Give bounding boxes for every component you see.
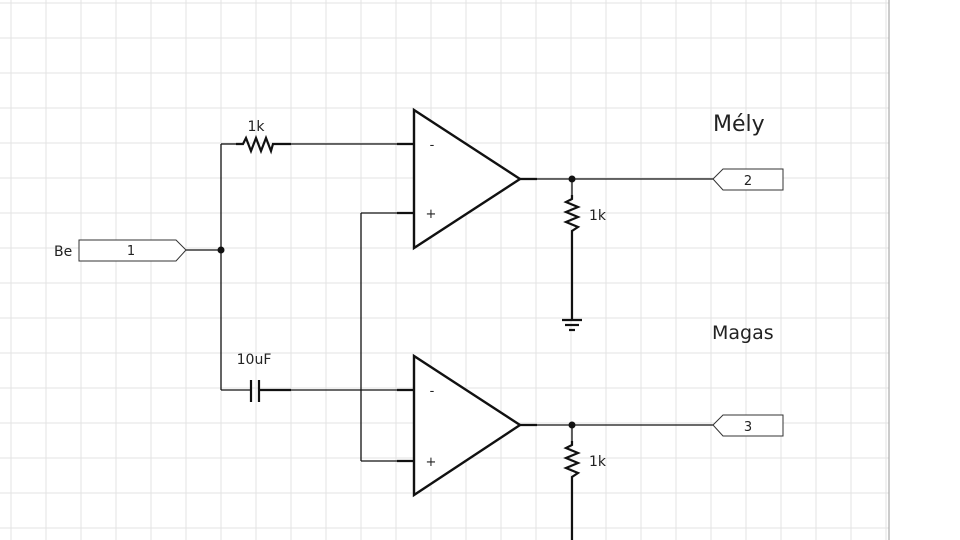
load-resistor-upper[interactable]	[563, 195, 581, 236]
input-port[interactable]	[78, 239, 187, 262]
load-resistor-lower[interactable]	[563, 441, 581, 482]
load-resistor-lower-value: 1k	[589, 454, 607, 470]
ground-symbol	[562, 318, 582, 332]
input-capacitor-value: 10uF	[237, 352, 272, 368]
output-port-3-number: 3	[744, 420, 752, 435]
input-resistor[interactable]	[236, 134, 291, 155]
opamp-upper-plus: +	[426, 207, 437, 222]
input-port-label: Be	[54, 244, 72, 260]
label-lower-output: Magas	[712, 322, 774, 344]
input-resistor-value: 1k	[247, 119, 265, 135]
label-upper-output: Mély	[713, 112, 765, 137]
opamp-upper[interactable]	[412, 107, 523, 251]
opamp-upper-minus: -	[430, 138, 435, 153]
output-port-2[interactable]	[712, 168, 784, 191]
input-port-number: 1	[127, 244, 135, 259]
opamp-lower-minus: -	[430, 384, 435, 399]
output-port-3[interactable]	[712, 414, 784, 437]
opamp-lower[interactable]	[412, 353, 523, 498]
load-resistor-upper-value: 1k	[589, 208, 607, 224]
opamp-lower-plus: +	[426, 455, 437, 470]
output-port-2-number: 2	[744, 174, 752, 189]
